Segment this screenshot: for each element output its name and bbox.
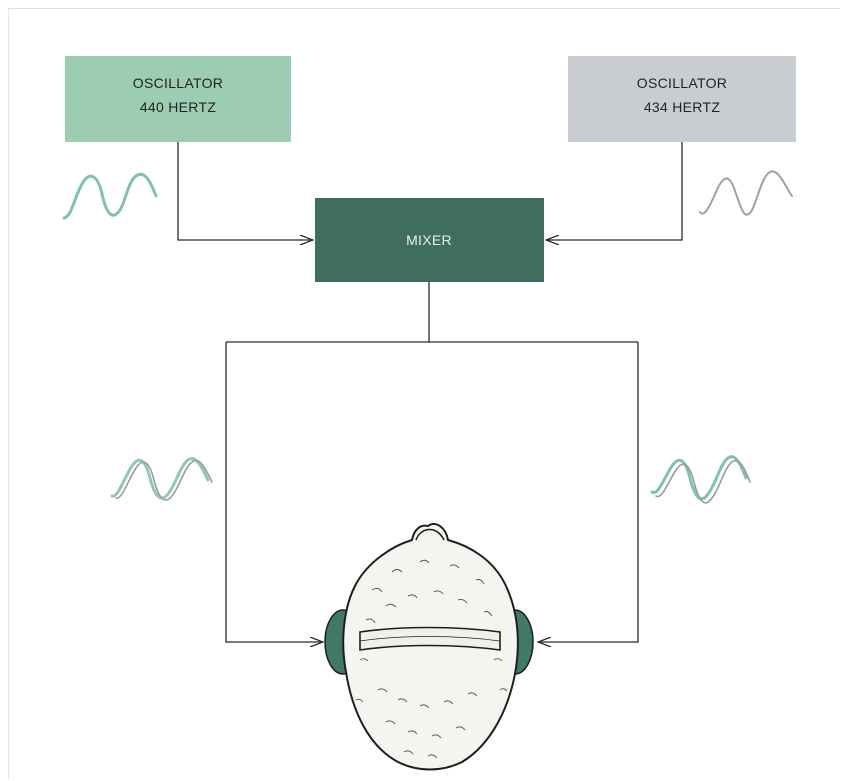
head-outline (342, 522, 519, 771)
sine-wave-icon (62, 172, 158, 220)
left-ear-line (225, 342, 323, 642)
hair-texture (355, 559, 508, 759)
sine-wave-icon (699, 170, 793, 216)
nose-outline (415, 528, 445, 541)
oscillator-440-rect (65, 56, 291, 142)
waveforms (62, 170, 793, 504)
oscillator-434-box: OSCILLATOR 434 HERTZ (568, 56, 796, 142)
head-with-headphones-icon (324, 522, 534, 771)
oscillator-434-title: OSCILLATOR (637, 75, 727, 91)
oscillator-434-frequency: 434 HERTZ (644, 99, 721, 115)
headband (359, 626, 501, 651)
oscillator-440-title: OSCILLATOR (133, 75, 223, 91)
sine-wave-icon (655, 459, 751, 504)
figure-frame (8, 8, 840, 780)
right-ear-line (538, 342, 639, 642)
oscillator-440-frequency: 440 HERTZ (140, 99, 217, 115)
headband-seam (359, 636, 501, 642)
sine-wave-icon (650, 455, 748, 501)
oscillator-434-rect (568, 56, 796, 142)
sine-wave-icon (110, 457, 210, 500)
mixer-rect (315, 198, 544, 282)
mixer-box: MIXER (315, 198, 544, 282)
oscillator-440-box: OSCILLATOR 440 HERTZ (65, 56, 291, 142)
connection-lines (177, 142, 683, 642)
osc440-to-mixer-line (177, 142, 313, 240)
osc434-to-mixer-line (546, 142, 683, 240)
mixer-label: MIXER (406, 232, 452, 248)
sine-wave-icon (115, 459, 213, 501)
